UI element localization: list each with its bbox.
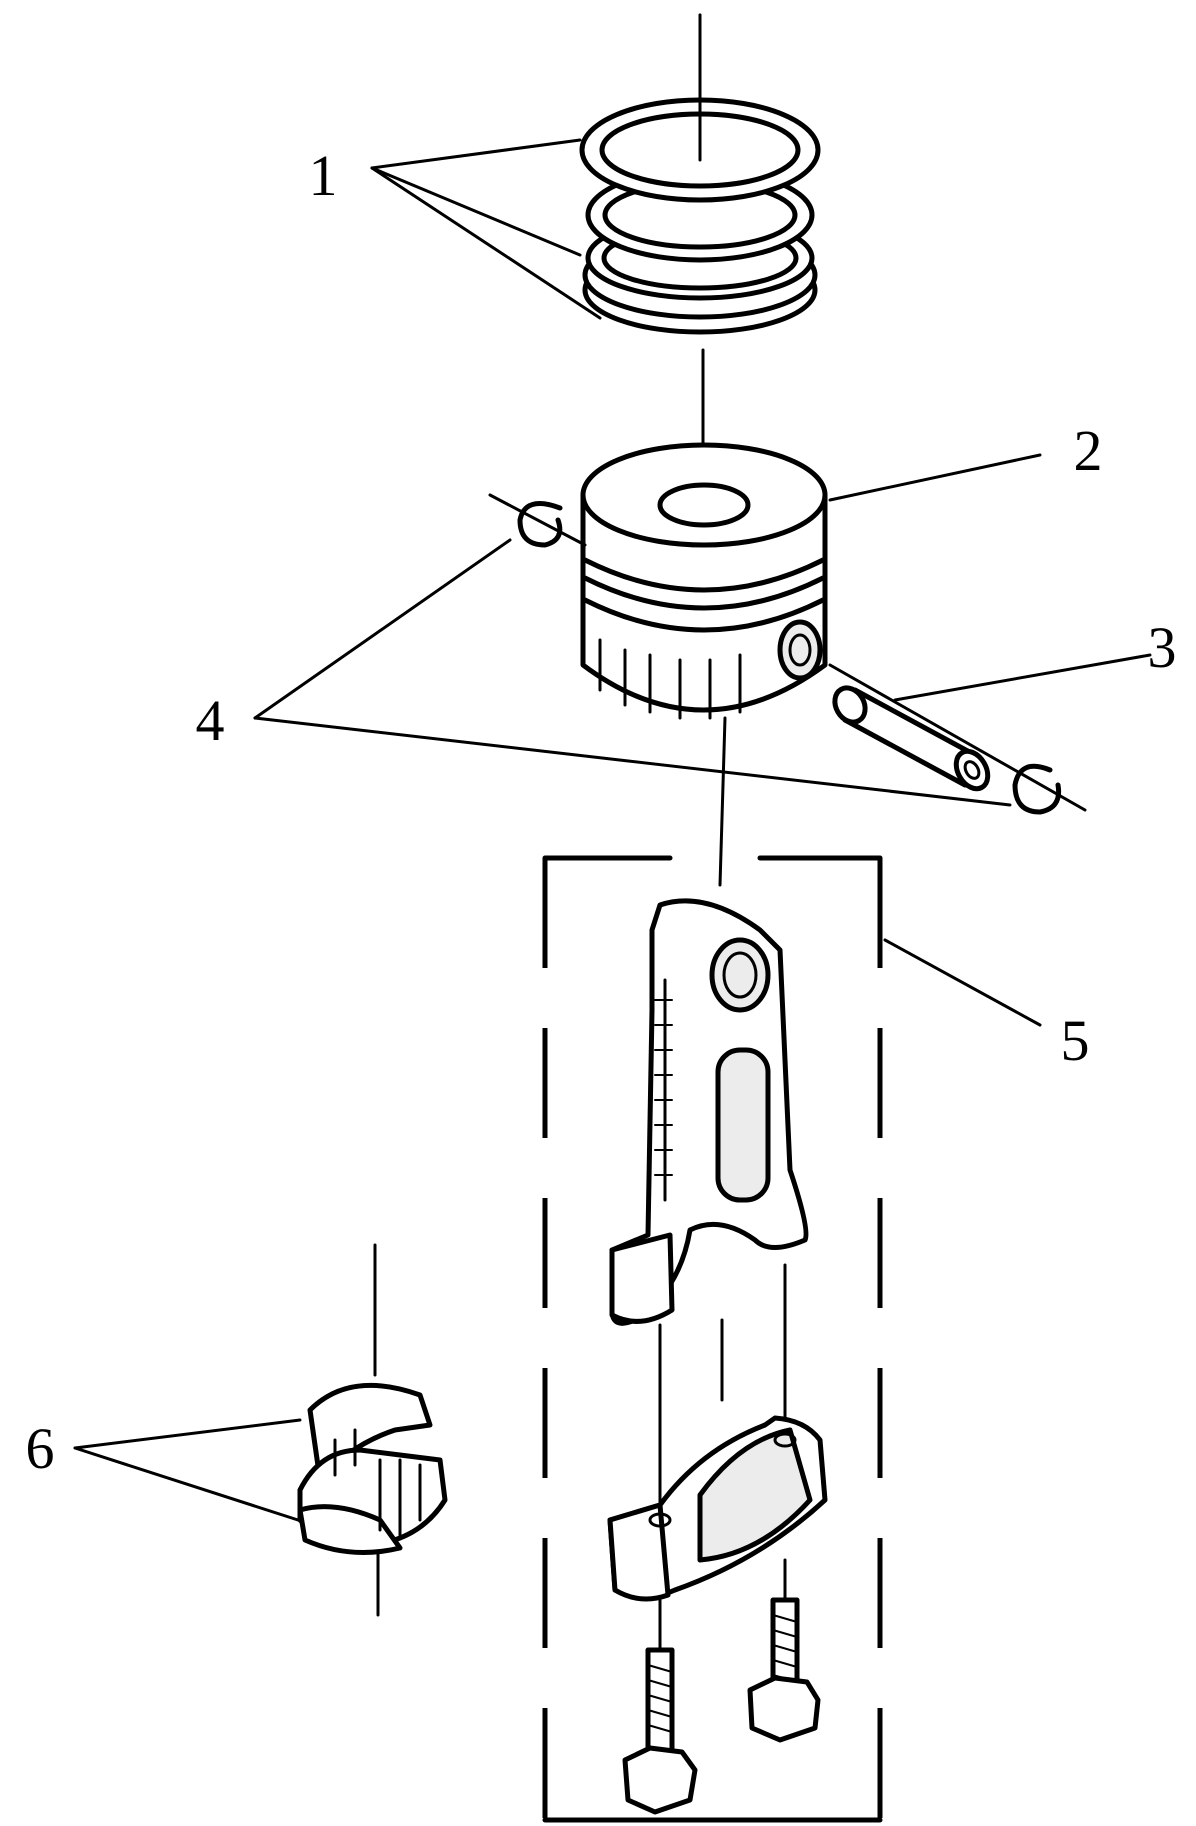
callout-1: 1 — [309, 143, 338, 208]
piston — [580, 442, 828, 720]
connecting-rod-cap — [607, 1415, 828, 1602]
callout-3: 3 — [1148, 615, 1177, 680]
leader-lines — [73, 138, 1152, 1522]
piston-pin — [832, 685, 991, 792]
callout-labels: 1 2 3 4 5 6 — [26, 143, 1177, 1481]
bearing-shells — [297, 1243, 448, 1617]
rod-cap-bolts — [622, 1597, 821, 1815]
callout-2: 2 — [1074, 418, 1103, 483]
callout-6: 6 — [26, 1416, 55, 1481]
callout-5: 5 — [1061, 1008, 1090, 1073]
piston-rings — [579, 13, 821, 335]
connecting-rod — [609, 898, 809, 1326]
circlips — [488, 493, 1087, 815]
callout-4: 4 — [196, 688, 225, 753]
connecting-rod-bracket — [542, 855, 883, 1823]
